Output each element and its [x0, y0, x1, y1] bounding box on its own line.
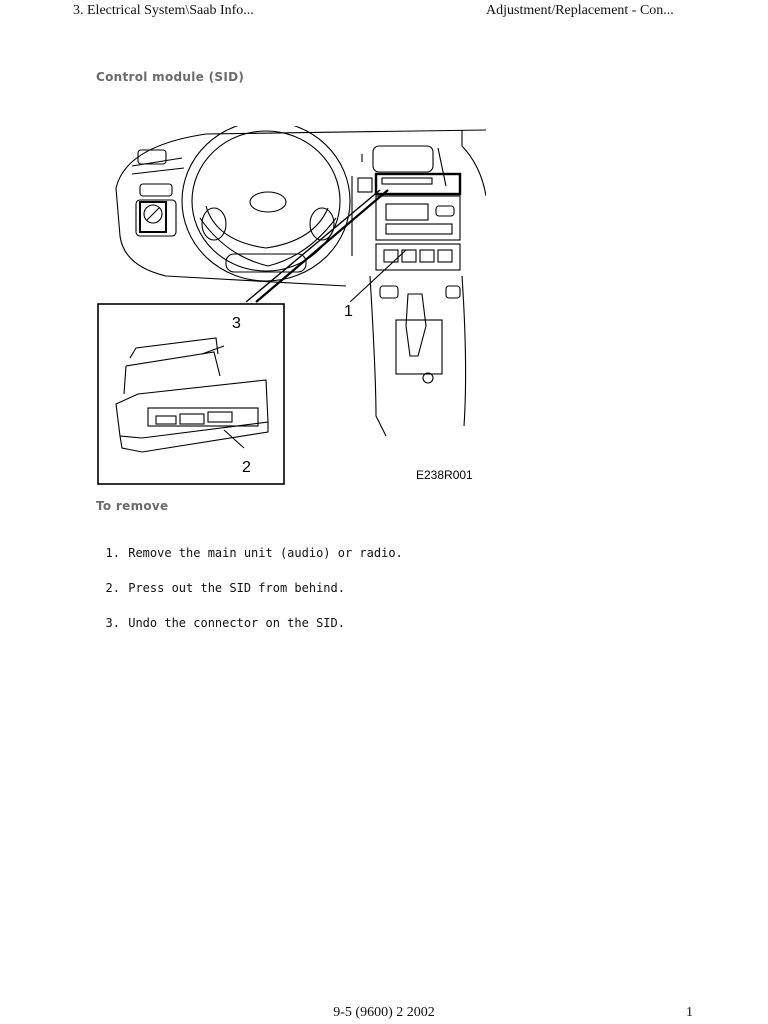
callout-3: 3 [232, 315, 241, 332]
list-item: 2. Press out the SID from behind. [96, 581, 403, 616]
step-number: 1. [105, 546, 120, 560]
subsection-title: To remove [96, 499, 169, 513]
header-breadcrumb: 3. Electrical System\Saab Info... [73, 3, 254, 18]
header-section-title: Adjustment/Replacement - Con... [486, 3, 674, 18]
footer-model-year: 9-5 (9600) 2 2002 [333, 1005, 435, 1020]
step-text: Remove the main unit (audio) or radio. [128, 546, 403, 560]
figure-code: E238R001 [416, 468, 473, 482]
dashboard-illustration: 1 2 3 E238R001 [97, 126, 486, 485]
callout-2: 2 [242, 459, 251, 476]
callout-1: 1 [344, 303, 353, 320]
step-number: 3. [105, 616, 120, 630]
step-number: 2. [105, 581, 120, 595]
list-item: 3. Undo the connector on the SID. [96, 616, 403, 651]
step-text: Undo the connector on the SID. [128, 616, 345, 630]
list-item: 1. Remove the main unit (audio) or radio… [96, 546, 403, 581]
page-number: 1 [686, 1005, 693, 1020]
page-title: Control module (SID) [96, 70, 245, 84]
step-text: Press out the SID from behind. [128, 581, 345, 595]
removal-steps-list: 1. Remove the main unit (audio) or radio… [96, 546, 403, 651]
